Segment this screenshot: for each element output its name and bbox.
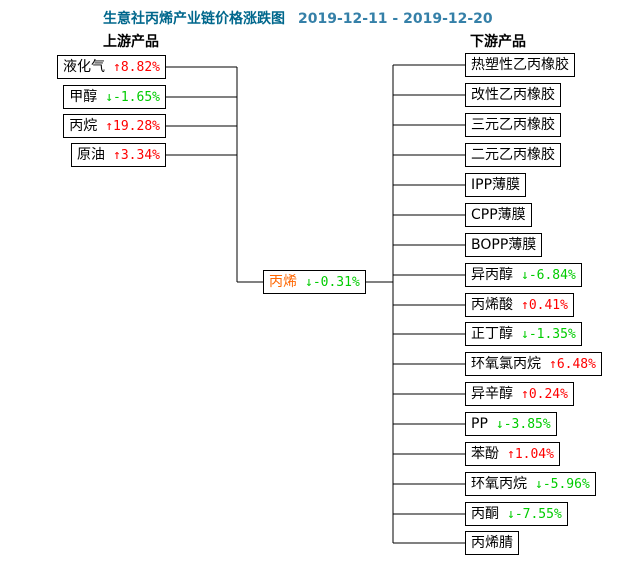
product-name: 二元乙丙橡胶 — [471, 147, 555, 163]
price-change: ↑0.41% — [521, 298, 568, 313]
price-change: ↑3.34% — [113, 148, 160, 163]
price-change: ↓-6.84% — [521, 268, 576, 283]
product-name: 丙烯腈 — [471, 535, 513, 551]
product-name: 环氧丙烷 — [471, 476, 527, 492]
product-name: 液化气 — [63, 59, 106, 75]
product-name: 热塑性乙丙橡胶 — [471, 57, 569, 73]
product-name: 三元乙丙橡胶 — [471, 117, 555, 133]
downstream-node-bopp-film[interactable]: BOPP薄膜 — [465, 233, 543, 257]
price-change: ↓-7.55% — [507, 507, 562, 522]
upstream-column-header: 上游产品 — [103, 34, 159, 50]
product-name: 异丙醇 — [471, 267, 513, 283]
product-name: 苯酚 — [471, 446, 499, 462]
downstream-node-acrylonitrile[interactable]: 丙烯腈 — [465, 531, 519, 555]
product-name: 异辛醇 — [471, 386, 513, 402]
product-name: 环氧氯丙烷 — [471, 356, 541, 372]
downstream-node-isooctanol[interactable]: 异辛醇 ↑0.24% — [465, 382, 574, 406]
product-name: 丙烯 — [269, 274, 297, 290]
downstream-node-ipp-film[interactable]: IPP薄膜 — [465, 173, 527, 197]
price-change: ↓-0.31% — [305, 275, 360, 290]
product-name: PP — [471, 416, 488, 432]
product-name: 丙烷 — [69, 118, 98, 134]
price-change: ↓-3.85% — [495, 417, 551, 432]
price-change: ↑8.82% — [113, 60, 160, 75]
center-node-propylene[interactable]: 丙烯 ↓-0.31% — [263, 270, 366, 294]
downstream-node-acrylic-acid[interactable]: 丙烯酸 ↑0.41% — [465, 293, 574, 317]
date-range: 2019-12-11 - 2019-12-20 — [298, 11, 493, 27]
product-name: BOPP薄膜 — [471, 237, 537, 253]
downstream-node-isopropanol[interactable]: 异丙醇 ↓-6.84% — [465, 263, 582, 287]
downstream-node-epdm-terpolymer[interactable]: 三元乙丙橡胶 — [465, 113, 561, 137]
downstream-node-epichlorohydrin[interactable]: 环氧氯丙烷 ↑6.48% — [465, 352, 602, 376]
price-change: ↑0.24% — [521, 387, 568, 402]
product-name: CPP薄膜 — [471, 207, 526, 223]
price-change: ↓-5.96% — [535, 477, 590, 492]
product-name: 原油 — [77, 147, 106, 163]
product-name: 甲醇 — [69, 89, 98, 105]
price-change: ↑19.28% — [105, 119, 160, 134]
upstream-node-crude-oil[interactable]: 原油 ↑3.34% — [71, 143, 166, 167]
price-change: ↑1.04% — [507, 447, 554, 462]
price-change: ↓-1.65% — [105, 90, 160, 105]
product-name: 改性乙丙橡胶 — [471, 87, 555, 103]
downstream-node-cpp-film[interactable]: CPP薄膜 — [465, 203, 532, 227]
title-text: 生意社丙烯产业链价格涨跌图 — [103, 11, 285, 27]
downstream-column-header: 下游产品 — [470, 34, 526, 50]
downstream-node-acetone[interactable]: 丙酮 ↓-7.55% — [465, 502, 568, 526]
downstream-node-modified-epdm[interactable]: 改性乙丙橡胶 — [465, 83, 561, 107]
upstream-node-liquefied-gas[interactable]: 液化气 ↑8.82% — [57, 55, 166, 79]
downstream-node-pp[interactable]: PP ↓-3.85% — [465, 412, 557, 436]
downstream-node-n-butanol[interactable]: 正丁醇 ↓-1.35% — [465, 322, 582, 346]
price-change: ↓-1.35% — [521, 327, 576, 342]
downstream-node-propylene-oxide[interactable]: 环氧丙烷 ↓-5.96% — [465, 472, 596, 496]
product-name: IPP薄膜 — [471, 177, 521, 193]
product-name: 正丁醇 — [471, 326, 513, 342]
product-name: 丙酮 — [471, 506, 499, 522]
upstream-node-methanol[interactable]: 甲醇 ↓-1.65% — [63, 85, 166, 109]
downstream-node-epdm-binary[interactable]: 二元乙丙橡胶 — [465, 143, 561, 167]
product-name: 丙烯酸 — [471, 297, 513, 313]
page-title: 生意社丙烯产业链价格涨跌图 2019-12-11 - 2019-12-20 — [103, 8, 493, 28]
upstream-node-propane[interactable]: 丙烷 ↑19.28% — [63, 114, 166, 138]
downstream-node-phenol[interactable]: 苯酚 ↑1.04% — [465, 442, 560, 466]
price-change: ↑6.48% — [549, 357, 596, 372]
downstream-node-tpe-rubber[interactable]: 热塑性乙丙橡胶 — [465, 53, 575, 77]
